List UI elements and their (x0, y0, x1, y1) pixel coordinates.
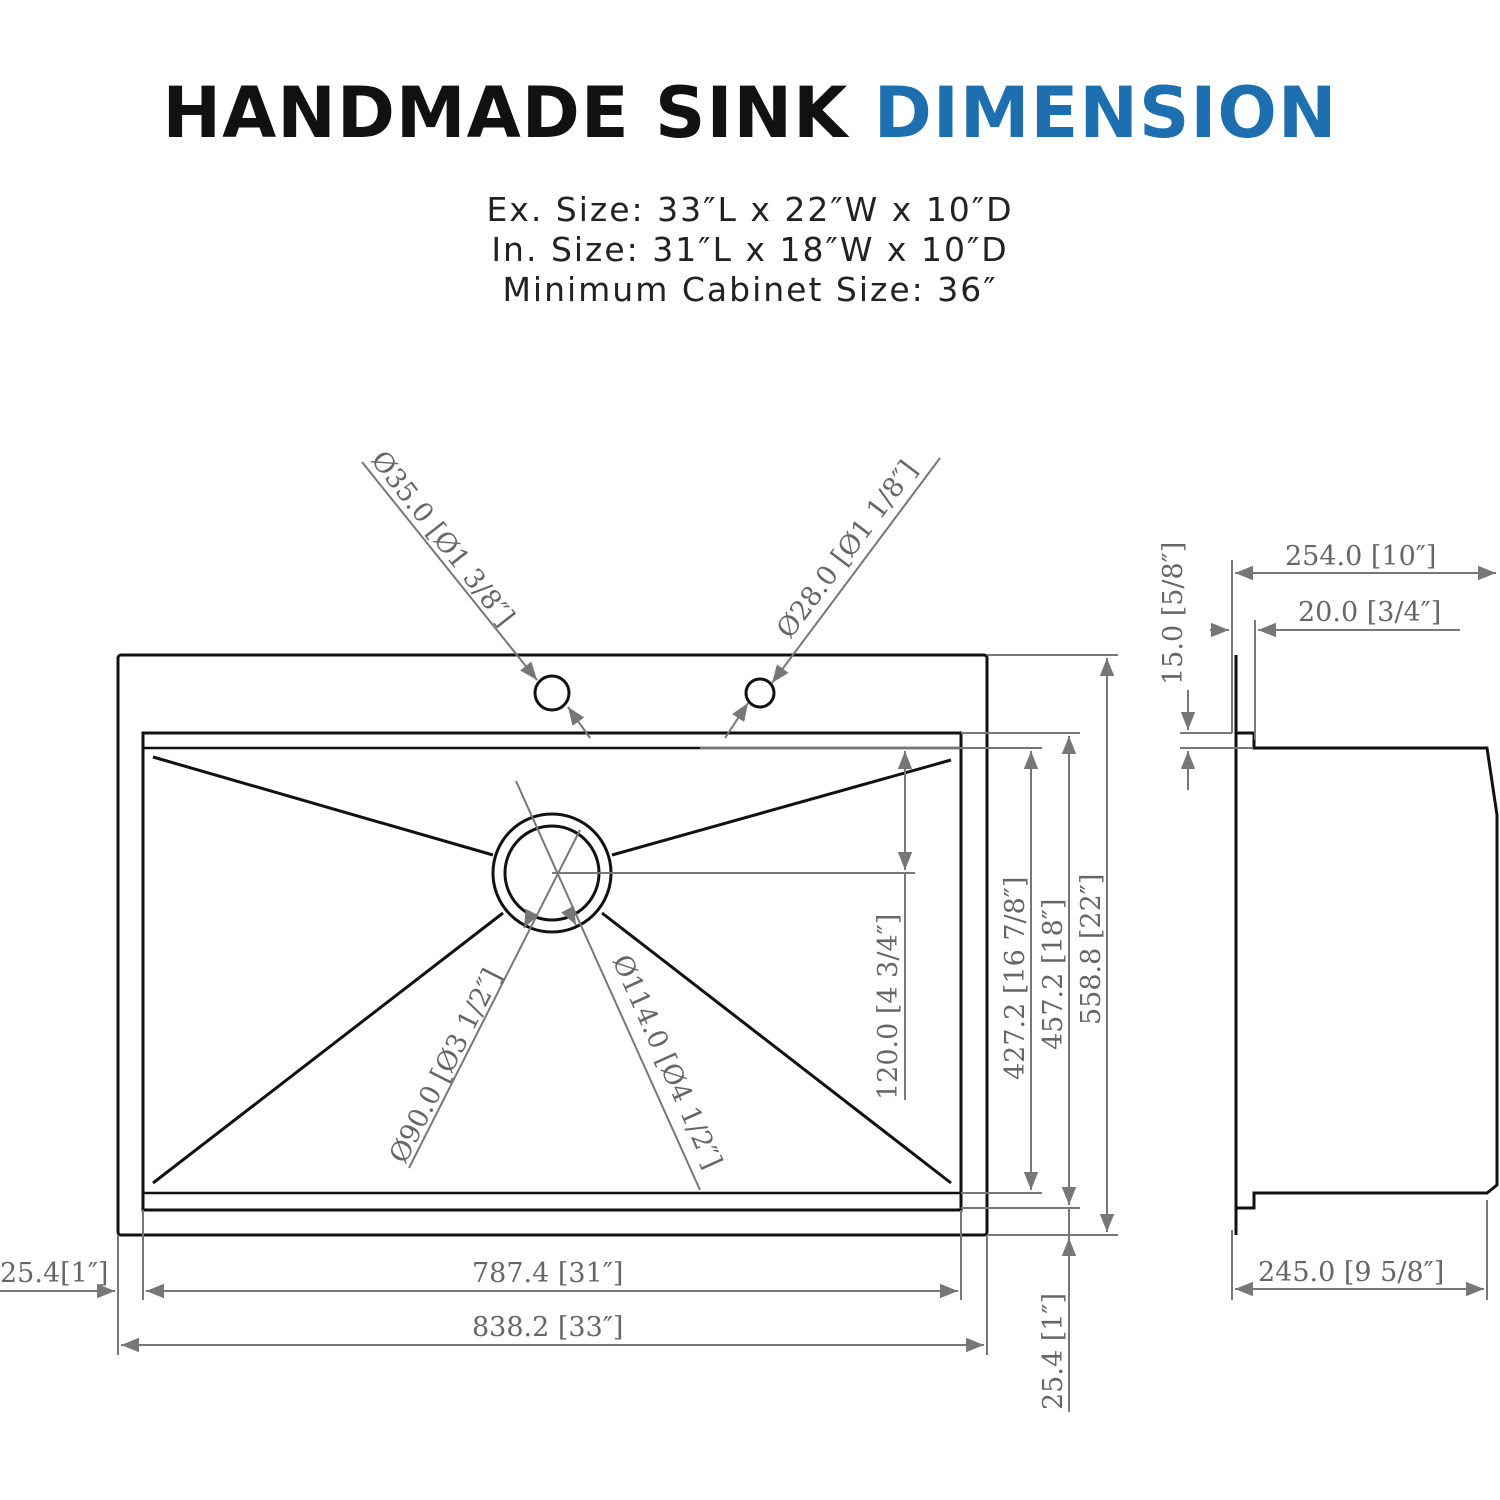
drain-outer-label: Ø114.0 [Ø4 1/2″] (606, 950, 728, 1173)
outer-width-label: 558.8 [22″] (1076, 874, 1107, 1025)
hole-right-leader (771, 457, 941, 684)
hole-left-label: Ø35.0 [Ø1 3/8″] (364, 445, 520, 632)
sink-bowl-rim (141, 731, 963, 1212)
title-accent: DIMENSION (873, 72, 1338, 154)
side-view: 254.0 [10″] 20.0 [3/4″] 15.0 [5/8″] 245.… (1158, 541, 1499, 1300)
internal-size: In. Size: 31″L x 18″W x 10″D (491, 230, 1009, 269)
faucet-hole-right (744, 677, 776, 709)
sink-side-profile (1234, 655, 1499, 1235)
depth-bottom-label: 245.0 [9 5/8″] (1258, 1257, 1444, 1288)
inner-width-label: 457.2 [18″] (1038, 899, 1069, 1050)
title-main: HANDMADE SINK (162, 72, 849, 154)
flange-thickness-label: 15.0 [5/8″] (1158, 542, 1189, 685)
faucet-hole-left (533, 674, 571, 712)
bowl-width-label: 427.2 [16 7/8″] (1000, 877, 1031, 1080)
flange-left-label: 25.4[1″] (0, 1258, 108, 1289)
depth-total-label: 254.0 [10″] (1285, 541, 1436, 572)
flange-step-label: 20.0 [3/4″] (1298, 597, 1441, 628)
external-size: Ex. Size: 33″L x 22″W x 10″D (486, 190, 1014, 229)
outer-length-label: 838.2 [33″] (472, 1312, 623, 1343)
hole-right-label: Ø28.0 [Ø1 1/8″] (771, 455, 924, 644)
top-view: Ø35.0 [Ø1 3/8″] Ø28.0 [Ø1 1/8″] Ø90.0 [Ø… (0, 445, 1118, 1412)
drain-inner-leader (408, 829, 581, 1169)
page-title: HANDMADE SINK DIMENSION (0, 72, 1500, 154)
drain-offset-label: 120.0 [4 3/4″] (873, 914, 904, 1100)
cabinet-size: Minimum Cabinet Size: 36″ (502, 270, 998, 309)
drain-outer-leader (515, 780, 701, 1191)
size-specs: Ex. Size: 33″L x 22″W x 10″D In. Size: 3… (0, 190, 1500, 310)
flange-bottom-label: 25.4 [1″] (1038, 1293, 1069, 1410)
sink-outer-flange (116, 653, 989, 1237)
hole-left-leader (361, 461, 538, 681)
drain-inner-label: Ø90.0 [Ø3 1/2″] (384, 964, 508, 1168)
drain-slope-lines (152, 755, 952, 1185)
inner-length-label: 787.4 [31″] (472, 1258, 623, 1289)
